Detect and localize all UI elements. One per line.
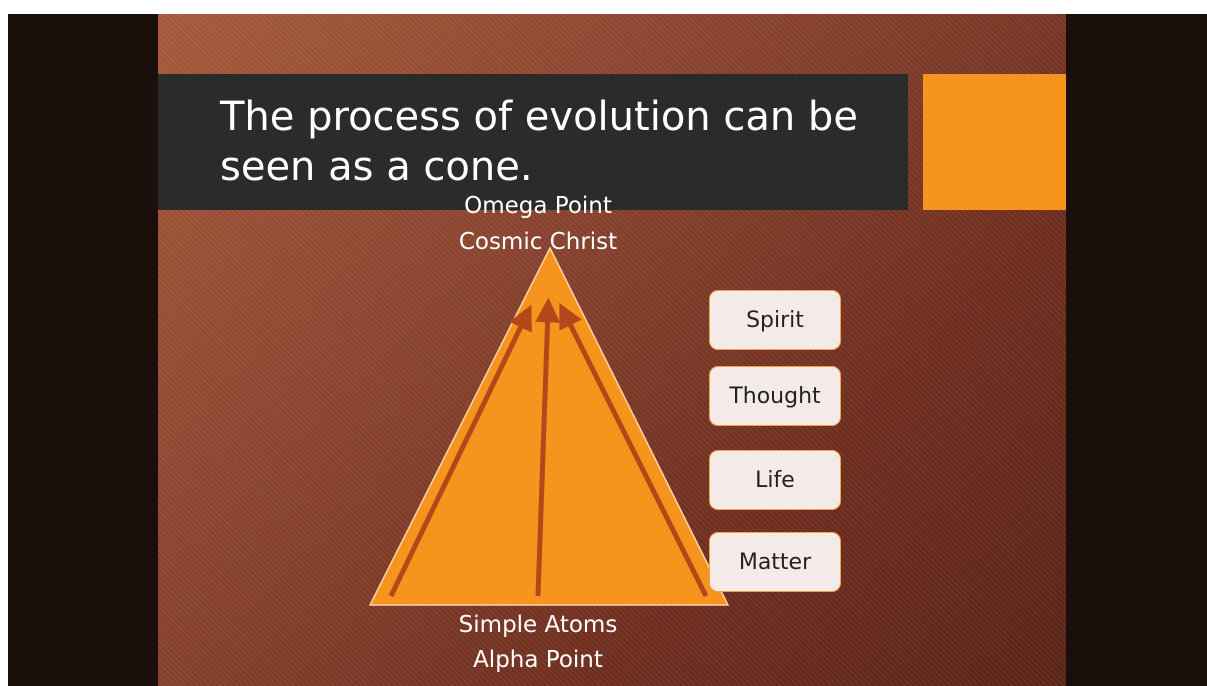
cone-diagram [368, 246, 730, 606]
level-box-life: Life [709, 450, 841, 510]
arrow-right [559, 302, 709, 598]
arrow-left [388, 304, 532, 598]
accent-square [923, 74, 1066, 210]
level-box-matter: Matter [709, 532, 841, 592]
level-box-thought: Thought [709, 366, 841, 426]
cone-triangle [368, 246, 730, 606]
base-label-alpha: Alpha Point [473, 647, 603, 673]
slide: The process of evolution can be seen as … [158, 14, 1066, 686]
base-label-atoms: Simple Atoms [458, 612, 618, 638]
arrow-center [535, 297, 561, 597]
title-bar: The process of evolution can be seen as … [158, 74, 908, 210]
apex-label-cosmic: Cosmic Christ [458, 229, 618, 255]
level-box-spirit: Spirit [709, 290, 841, 350]
apex-label-omega: Omega Point [464, 193, 612, 219]
slide-title: The process of evolution can be seen as … [220, 94, 858, 190]
